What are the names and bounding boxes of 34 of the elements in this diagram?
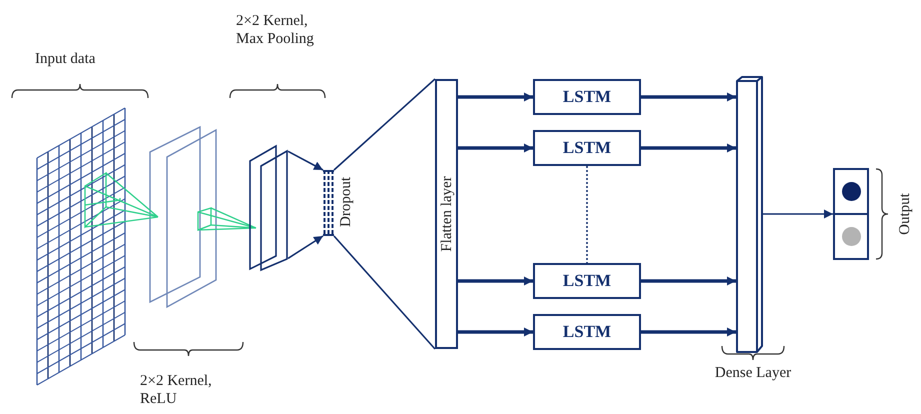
annotation-text: 2×2 Kernel, Max Pooling [236,12,315,48]
dropout-bar [323,170,334,236]
lstm-box [533,263,641,299]
arrow [763,210,833,218]
layer-label: LSTM [562,139,612,157]
output-layer-box [833,168,869,260]
lstm-box [533,130,641,166]
connector-line [333,235,436,350]
layer-label: LSTM [562,323,612,341]
pooled-feature-map [249,145,288,271]
layer-caption: Dropout [337,176,355,229]
dotted-line [586,166,588,263]
dense-layer-bar [736,76,763,353]
layer-caption: Dense Layer [714,364,792,383]
lstm-box [533,79,641,115]
arrow [641,328,736,336]
layer-label: LSTM [562,88,612,106]
arrow [641,276,736,286]
layer-label: LSTM [562,272,612,290]
layer-label: Flatten layer [438,176,454,252]
arrow [641,92,736,102]
arrow [288,235,324,260]
annotation-text: Input data [35,50,96,68]
arrow [458,92,533,102]
lstm-box [533,314,641,350]
layer-caption: Output [896,192,914,237]
arrow [458,144,533,152]
connector-line [333,78,436,171]
flatten-layer-bar [435,79,458,349]
arrow [458,276,533,286]
annotation-text: 2×2 Kernel, ReLU [140,372,213,408]
arrow [288,150,324,171]
arrow [641,144,736,152]
arrow [458,328,533,336]
